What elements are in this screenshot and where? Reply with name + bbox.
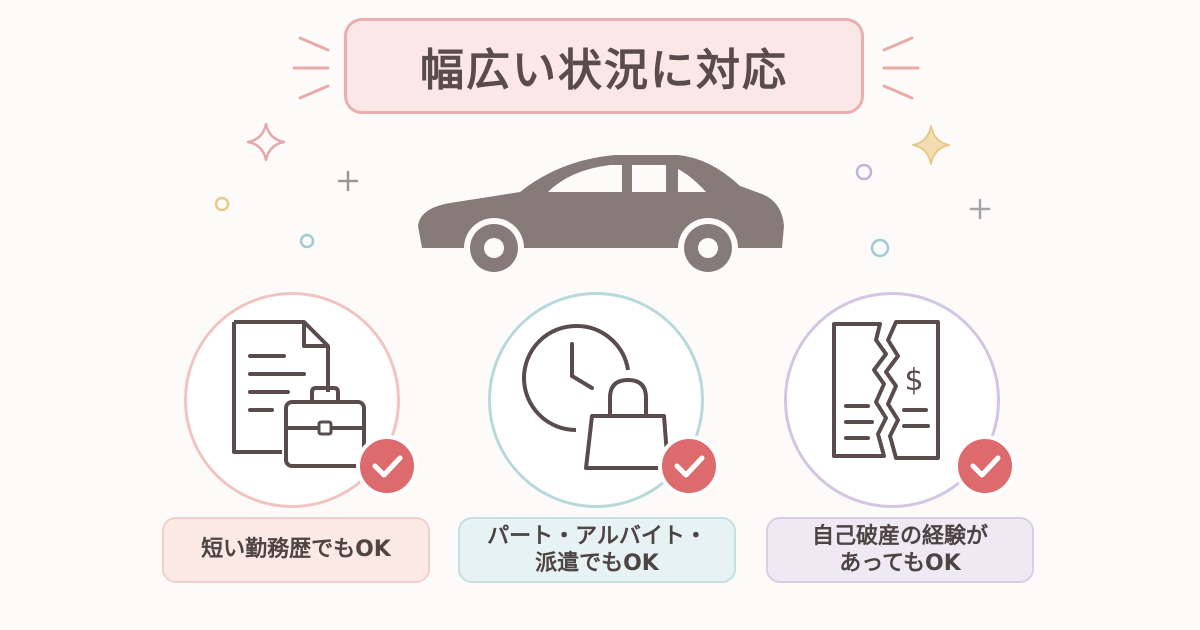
card-label-line: パート・アルバイト・ [487,523,707,549]
plus-icon [969,198,991,220]
sparkle-icon [246,122,286,162]
dot-icon [870,238,890,258]
document-briefcase-icon [232,320,366,468]
right-emphasis-lines-icon [882,36,920,100]
card-label-1: 短い勤務歴でもOK [162,517,430,583]
plus-icon [337,170,359,192]
check-badge-icon [356,435,418,497]
decorative-sparkles [214,122,991,258]
sparkle-icon [912,125,950,165]
check-badge-icon [658,435,720,497]
dot-icon [855,163,873,181]
card-label-line: 短い勤務歴でもOK [201,537,391,563]
check-badge-icon [954,435,1016,497]
svg-text:$: $ [904,363,923,398]
clock-shopping-bag-icon [522,323,670,470]
dot-icon [299,233,315,249]
left-emphasis-lines-icon [292,36,330,100]
dot-icon [214,196,230,212]
card-label-line: あってもOK [839,551,961,576]
card-label-3: 自己破産の経験が あってもOK [766,517,1034,583]
card-label-2: パート・アルバイト・ 派遣でもOK [458,517,736,583]
page-title: 幅広い状況に対応 [420,45,788,96]
card-label-line: 派遣でもOK [535,551,659,576]
title-banner: 幅広い状況に対応 [344,18,864,114]
torn-dollar-document-icon: $ [832,320,940,460]
card-label-line: 自己破産の経験が [811,523,988,549]
car-icon [418,155,784,278]
